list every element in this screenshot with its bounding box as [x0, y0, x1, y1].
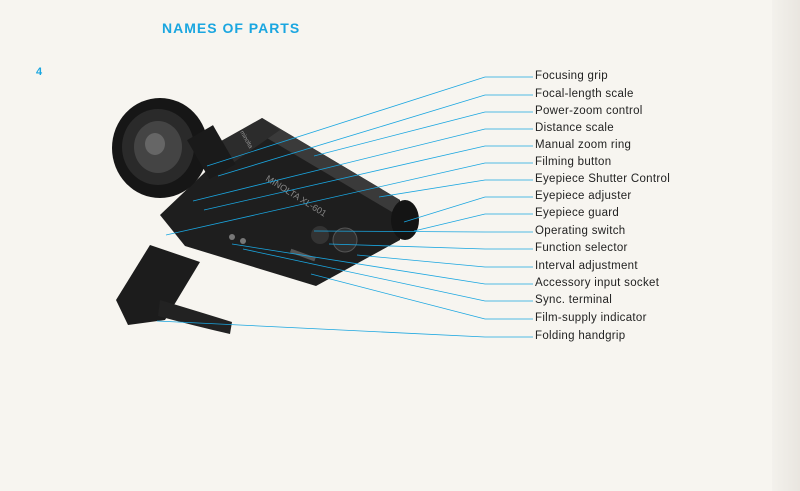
leader-line: [328, 243, 533, 250]
part-label: Focusing grip: [535, 70, 608, 82]
leader-lines: [156, 76, 533, 338]
page-number: 4: [36, 66, 43, 78]
leader-line: [192, 128, 533, 202]
leader-line: [413, 213, 533, 232]
part-label: Sync. terminal: [535, 294, 613, 306]
page-edge: [772, 0, 800, 491]
camera-image: MINOLTA XL-601 minolta: [112, 98, 419, 334]
part-label: Eyepiece adjuster: [535, 190, 632, 202]
leader-line: [156, 320, 533, 338]
part-label: Filming button: [535, 156, 612, 168]
leader-line: [203, 145, 533, 211]
part-label: Film-supply indicator: [535, 312, 647, 324]
leader-line: [356, 254, 533, 268]
part-label: Folding handgrip: [535, 330, 626, 342]
part-label: Interval adjustment: [535, 260, 638, 272]
leader-line: [206, 76, 533, 167]
leader-line: [313, 111, 533, 157]
leader-line: [378, 179, 533, 198]
part-label: Accessory input socket: [535, 277, 660, 289]
part-label: Focal-length scale: [535, 88, 634, 100]
part-label: Eyepiece Shutter Control: [535, 173, 671, 185]
leader-line: [313, 230, 533, 233]
leader-line: [231, 243, 533, 285]
leader-line: [403, 196, 533, 223]
leader-line: [242, 248, 533, 302]
part-label: Function selector: [535, 242, 628, 254]
part-label: Distance scale: [535, 122, 614, 134]
leader-line: [217, 94, 533, 177]
part-label: Manual zoom ring: [535, 139, 632, 151]
part-label: Eyepiece guard: [535, 207, 620, 219]
leader-line: [310, 273, 533, 320]
leader-line: [165, 162, 533, 236]
page-title: NAMES OF PARTS: [162, 20, 301, 36]
part-label: Operating switch: [535, 225, 626, 237]
part-label: Power-zoom control: [535, 105, 643, 117]
